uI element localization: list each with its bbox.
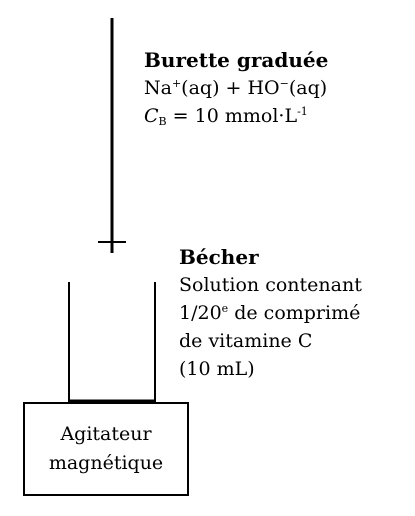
burette-conc-symbol: C bbox=[144, 105, 159, 127]
stirrer-label-line2: magnétique bbox=[48, 452, 164, 474]
becher-label: Bécher Solution contenant 1/20e de compr… bbox=[179, 243, 362, 383]
becher-line2-text: de comprimé bbox=[228, 302, 361, 324]
becher-line1: Solution contenant bbox=[179, 274, 362, 296]
burette-solution-charge1: + bbox=[171, 77, 182, 90]
burette-conc-exponent: -1 bbox=[297, 105, 308, 118]
becher-line4: (10 mL) bbox=[179, 358, 255, 380]
becher-fraction: 1/20 bbox=[179, 302, 222, 324]
burette-solution-charge2: − bbox=[279, 77, 289, 90]
burette-solution: Na+(aq) + HO−(aq) bbox=[144, 74, 328, 102]
stirrer-label-line1: Agitateur bbox=[60, 423, 152, 445]
burette-concentration: CB = 10 mmol·L-1 bbox=[144, 102, 328, 130]
magnetic-stirrer-box: Agitateur magnétique bbox=[23, 402, 189, 496]
burette-solution-ion1: Na bbox=[144, 77, 172, 99]
burette-label: Burette graduée Na+(aq) + HO−(aq) CB = 1… bbox=[144, 46, 328, 130]
becher-fraction-sup: e bbox=[221, 302, 229, 315]
burette-conc-value: = 10 mmol·L bbox=[166, 105, 298, 127]
becher-line2: 1/20e de comprimé bbox=[179, 299, 362, 327]
burette-conc-subscript: B bbox=[158, 115, 167, 128]
burette-solution-state: (aq) bbox=[288, 77, 328, 99]
becher-title: Bécher bbox=[179, 245, 259, 269]
burette-solution-ion2: (aq) + HO bbox=[181, 77, 280, 99]
burette-title: Burette graduée bbox=[144, 48, 329, 72]
becher-line3: de vitamine C bbox=[179, 330, 313, 352]
